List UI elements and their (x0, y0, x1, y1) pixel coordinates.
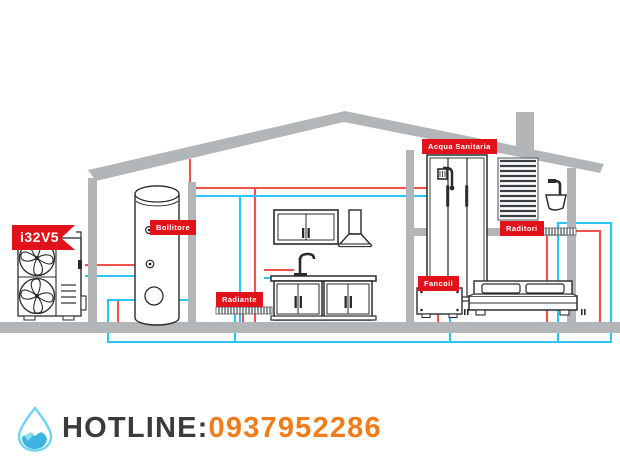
shower-handle-right (465, 185, 469, 207)
wash-basin (545, 179, 567, 211)
heat-pump-fan-bottom (18, 277, 56, 315)
kitchen-base-left-handle-b (299, 296, 302, 308)
interior-floor-bath-bedroom (406, 228, 576, 236)
label-boiler-tank[interactable]: Bollitore (150, 220, 197, 235)
kitchen-furniture (270, 209, 377, 321)
hotline-word: HOTLINE: (62, 412, 209, 444)
radiante-panel-body (215, 306, 273, 315)
shower-glass (429, 157, 485, 298)
hot-water-storage-tank[interactable] (134, 185, 180, 326)
tank-inspection-hatch (144, 286, 164, 306)
underfloor-radiant-panel[interactable] (215, 306, 273, 315)
range-hood-lip (338, 243, 372, 248)
exterior-wall-right (567, 168, 576, 326)
tank-fitting-upper-core (147, 228, 151, 232)
bed-leg-left (475, 309, 486, 316)
tank-top-seam (135, 200, 179, 207)
house-structure (0, 111, 620, 333)
label-underfloor-heating[interactable]: Radiante (216, 292, 263, 307)
kitchen-wall-handle-left (302, 228, 305, 238)
kitchen-wall-handle-right (307, 228, 310, 238)
outdoor-heat-pump-unit[interactable] (17, 231, 87, 321)
heat-pump-connection-box (80, 295, 87, 311)
label-fan-coil[interactable]: Fancoil (418, 276, 460, 291)
heat-pump-port (78, 260, 82, 269)
heat-pump-vent-louvers (61, 284, 76, 304)
bed-mattress-top (468, 293, 578, 297)
tank-top-cap (134, 185, 180, 203)
double-bed[interactable] (464, 280, 586, 316)
fancoil-screw-tl (420, 290, 423, 294)
fancoil-body (416, 287, 463, 315)
towel-radiator-frame (497, 157, 539, 221)
ground-slab (0, 322, 620, 333)
tank-fitting-lower-core (148, 262, 152, 266)
fancoil-screw-bl (420, 308, 423, 312)
bath-ceiling-corner (406, 150, 414, 158)
exterior-wall-left (88, 178, 97, 326)
basin-faucet-head (548, 179, 556, 183)
shower-handle-left (446, 185, 450, 207)
kitchen-base-left-handle-a (294, 296, 297, 308)
drop-highlight (24, 431, 34, 441)
label-domestic-hot-water[interactable]: Acqua Sanitaria (422, 139, 497, 154)
kitchen-base-right-handle-a (344, 296, 347, 308)
kitchen-plinth (270, 315, 377, 321)
towel-radiator[interactable] (497, 157, 539, 221)
radiante-coils (218, 307, 271, 314)
hotline-number[interactable]: 0937952286 (208, 412, 382, 444)
cold-pipe-to-shower (238, 158, 454, 198)
roof-left-slope (88, 111, 352, 181)
fancoil-screw-tr (456, 290, 459, 294)
label-towel-radiator[interactable]: Raditori (500, 221, 544, 236)
drop-outline (17, 405, 53, 452)
range-hood-duct (348, 209, 362, 235)
heat-pump-frame-bracket (76, 231, 82, 296)
heat-pump-foot-left (23, 315, 36, 321)
kitchen-faucet-spout (298, 252, 316, 261)
fancoil-screw-br (456, 308, 459, 312)
kitchen-base-right-handle-b (349, 296, 352, 308)
bed-pillow-right (525, 283, 565, 294)
heat-pump-foot-right (62, 315, 75, 321)
chimney (516, 112, 534, 154)
hotline-text: HOTLINE:0937952286 (62, 414, 382, 443)
fancoil-foot-left (421, 313, 431, 318)
towel-radiator-bars (500, 159, 536, 218)
fan-coil-unit[interactable] (416, 287, 463, 318)
shower-head-icon (437, 166, 455, 191)
cold-pipe-main-loop (106, 221, 613, 344)
bed-leg-right (559, 309, 570, 316)
bed-pillow-left (481, 283, 521, 294)
raditori-strip[interactable] (539, 227, 577, 236)
range-hood-canopy (337, 233, 373, 246)
raditori-strip-fins (542, 228, 574, 235)
hotline-bar: HOTLINE:0937952286 (0, 392, 620, 465)
basin-faucet (551, 179, 562, 195)
fancoil-foot-right (448, 313, 458, 318)
bed-side-marks (464, 309, 586, 315)
interior-wall-tank-kitchen (188, 182, 196, 322)
kitchen-faucet-base (294, 273, 307, 276)
water-drop-icon (14, 405, 56, 453)
basin-bowl (545, 194, 567, 211)
